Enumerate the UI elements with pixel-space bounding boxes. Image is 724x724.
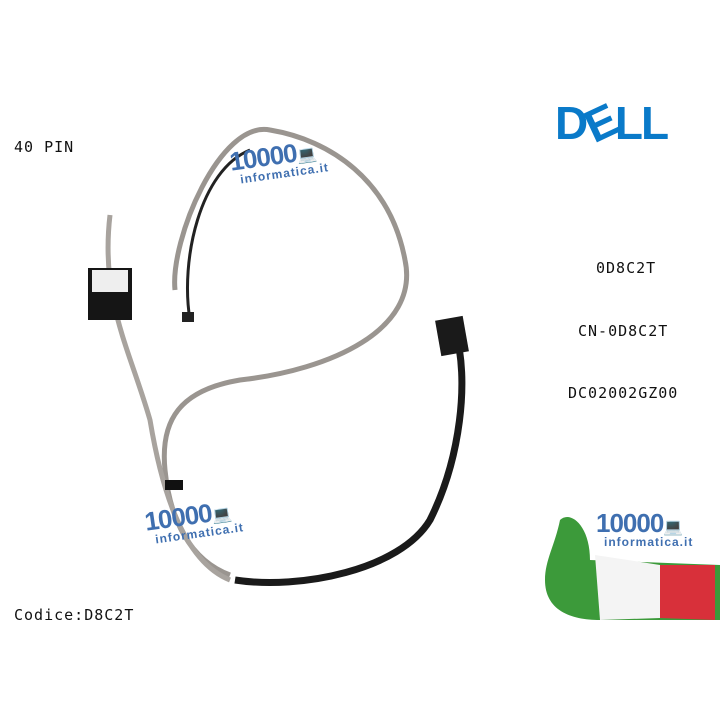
black-wire — [186, 148, 251, 321]
connector-right — [435, 315, 469, 357]
grey-cable — [161, 127, 410, 578]
watermark-number: 10000 — [596, 508, 664, 538]
connector-left-label — [92, 270, 128, 292]
watermark-logo: 10000💻 informatica.it — [596, 508, 693, 549]
laptop-icon: 💻 — [663, 519, 684, 536]
part-number-2: CN-0D8C2T — [578, 322, 669, 340]
watermark-domain: informatica.it — [604, 535, 694, 549]
part-number-3: DC02002GZ00 — [568, 384, 679, 402]
tape — [165, 480, 183, 490]
black-cable — [234, 328, 466, 586]
dell-logo: DELL — [555, 93, 669, 153]
part-number-1: 0D8C2T — [596, 259, 657, 277]
product-code: Codice:D8C2T — [14, 606, 135, 624]
italy-thumb-icon — [545, 516, 720, 620]
pin-count-label: 40 PIN — [14, 138, 75, 156]
connector-small — [182, 312, 194, 322]
